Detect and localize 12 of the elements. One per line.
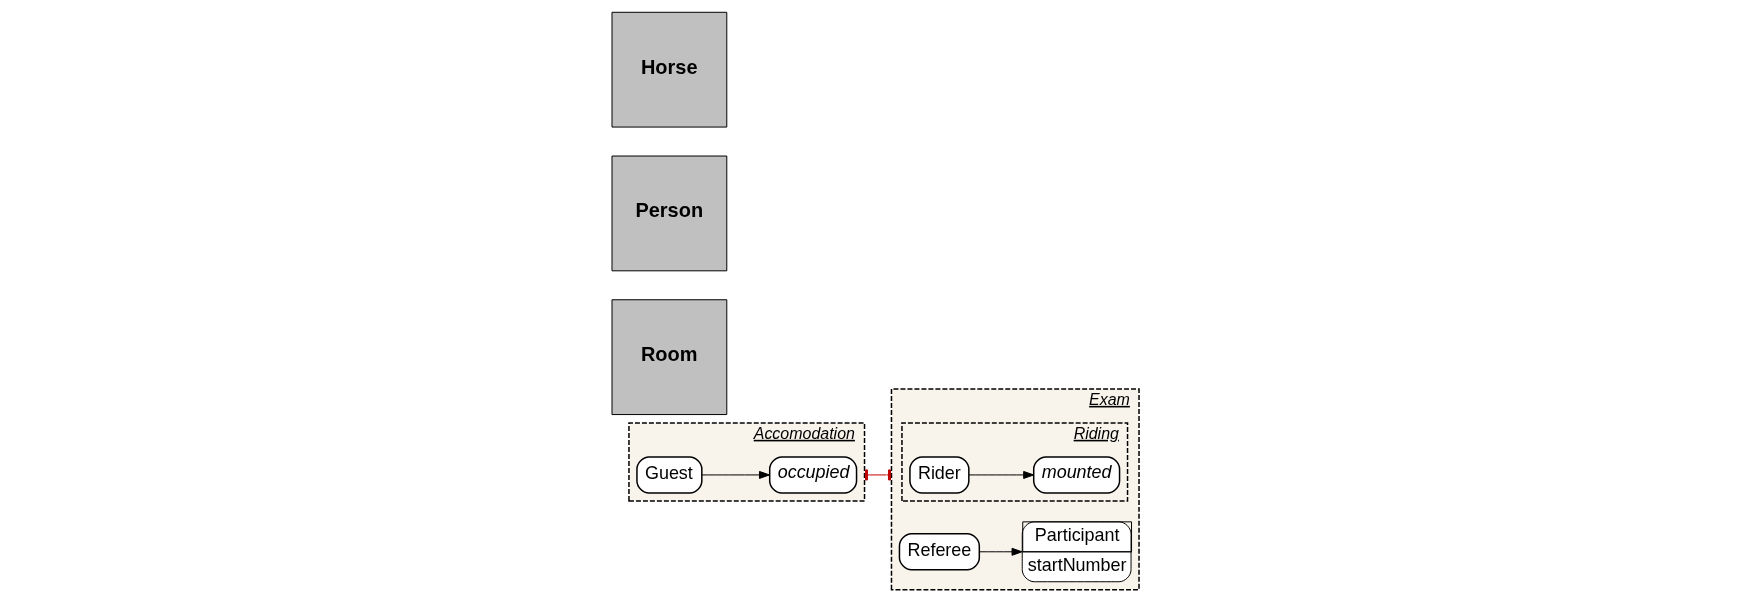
connector	[864, 469, 892, 481]
node-box: mounted	[1032, 456, 1121, 494]
node-box: Referee	[898, 533, 981, 571]
node-box: occupied	[768, 456, 858, 494]
arrow	[979, 547, 1023, 556]
node-box: Room	[611, 299, 728, 416]
node-box: Rider	[909, 456, 970, 494]
node-box: Person	[611, 155, 728, 272]
arrow	[701, 470, 770, 479]
node-box: Guest	[636, 456, 703, 494]
arrow	[968, 470, 1035, 479]
node-box: Horse	[611, 11, 728, 128]
